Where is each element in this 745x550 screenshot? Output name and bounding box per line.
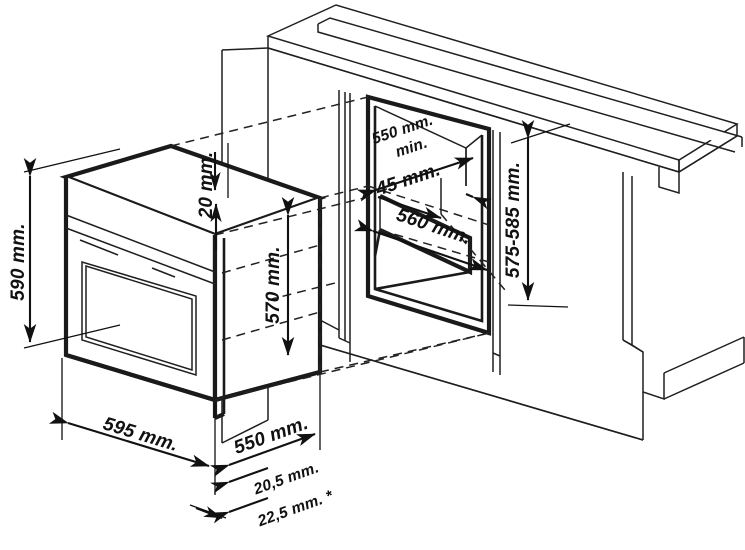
- label-oven-width: 595 mm.: [100, 413, 180, 456]
- label-front-overlap: 20,5 mm.: [251, 459, 322, 498]
- label-niche-height: 575-585 mm.: [503, 162, 524, 278]
- label-oven-body-height: 570 mm.: [263, 246, 284, 323]
- cabinet-right-door: [492, 130, 501, 357]
- cabinet-right-body: [622, 172, 745, 401]
- dimension-oven-height: 590 mm.: [8, 148, 121, 349]
- dimension-top-clearance: 20 mm.: [196, 143, 229, 250]
- cabinet-front-stiles: [338, 90, 351, 344]
- dimension-oven-body-height: 570 mm.: [263, 196, 295, 356]
- cabinet-worktop: [265, 4, 743, 195]
- label-oven-height: 590 mm.: [8, 223, 29, 300]
- dimension-niche-gap: 45 mm.: [372, 159, 492, 219]
- label-top-clearance: 20 mm.: [196, 152, 217, 220]
- cabinet-plinth: [319, 319, 644, 441]
- dimension-niche-height: 575-585 mm.: [503, 119, 571, 308]
- label-niche-gap: 45 mm.: [372, 159, 443, 200]
- dimension-front-overlap: 20,5 mm.: [210, 459, 322, 499]
- label-oven-depth: 550 mm.: [231, 413, 311, 459]
